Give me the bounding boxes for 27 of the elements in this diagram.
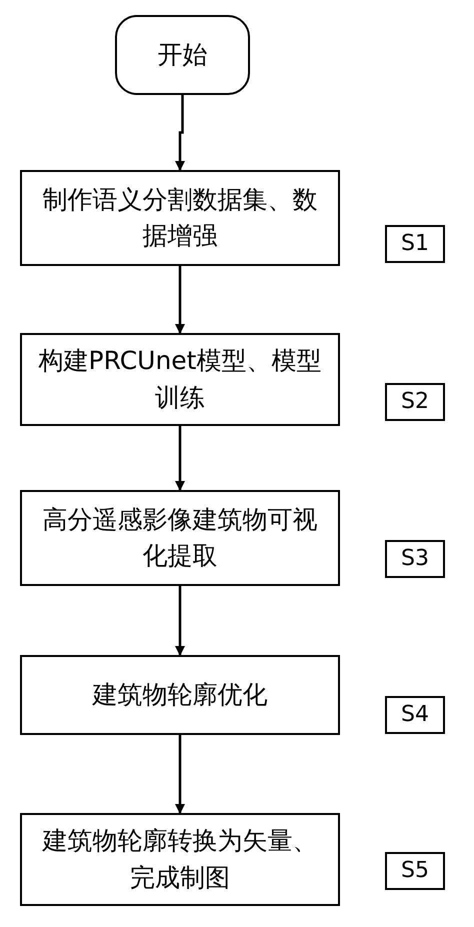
node-text: S1 [401,230,429,258]
arrow [175,735,185,814]
step-label-box [385,383,445,421]
step-label-box [385,540,445,578]
node-text: S2 [401,388,429,416]
node-text: S5 [401,857,429,886]
arrow [175,426,185,491]
node-text: S3 [401,545,429,574]
node-text: S4 [401,701,429,730]
node-text: 制作语义分割数据集、数据增强 [42,184,318,252]
arrow [175,586,185,656]
step-label-box [385,852,445,890]
process-box [20,655,340,735]
arrow [175,266,185,334]
step-label-box [385,696,445,734]
process-box [20,813,340,906]
arrow [175,95,185,171]
process-box [20,170,340,266]
node-text: 建筑物轮廓转换为矢量、完成制图 [41,825,318,894]
step-label-box [385,225,445,263]
node-text: 开始 [158,38,208,71]
start-terminal [115,15,250,95]
process-box [20,490,340,586]
process-box [20,333,340,426]
node-text: 高分遥感影像建筑物可视化提取 [42,504,318,572]
node-text: 构建PRCUnet模型、模型训练 [38,345,322,414]
node-text: 建筑物轮廓优化 [92,678,268,711]
